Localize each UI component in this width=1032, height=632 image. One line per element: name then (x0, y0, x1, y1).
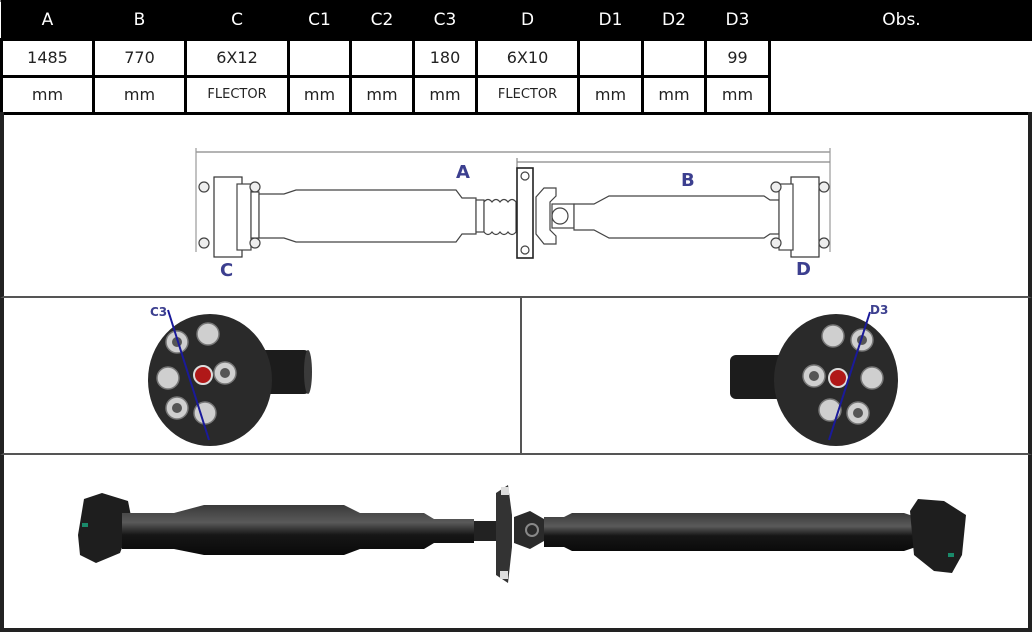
unit-c: FLECTOR (184, 74, 290, 115)
center-bearing-photo (496, 485, 512, 583)
col-header-c2: C2 (349, 0, 415, 40)
value-c3: 180 (412, 37, 478, 78)
unit-d: FLECTOR (475, 74, 580, 115)
flange-d-drawing (770, 176, 830, 258)
col-header-d2: D2 (641, 0, 707, 40)
flector-bolts (802, 324, 884, 425)
label-d3: D3 (870, 303, 888, 317)
rear-tube-drawing (573, 195, 780, 239)
universal-joint-drawing (535, 187, 575, 245)
col-header-c3: C3 (412, 0, 478, 40)
center-hole (193, 365, 213, 385)
c3-callout-line (167, 309, 210, 441)
col-header-d3: D3 (704, 0, 771, 40)
label-d: D (796, 259, 811, 280)
value-c1 (287, 37, 352, 78)
d3-callout-line (828, 311, 871, 441)
flange-divider (520, 298, 522, 453)
label-c: C (220, 260, 233, 281)
unit-c3: mm (412, 74, 478, 115)
right-flector-photo (910, 499, 966, 573)
header-row: A B C C1 C2 C3 D D1 D2 D3 Obs. (0, 0, 1032, 40)
unit-d1: mm (577, 74, 644, 115)
value-d2 (641, 37, 707, 78)
value-d: 6X10 (475, 37, 580, 78)
cv-boot-drawing (475, 198, 517, 236)
col-header-obs: Obs. (768, 0, 1032, 40)
col-header-b: B (92, 0, 187, 40)
col-header-d1: D1 (577, 0, 644, 40)
units-row: mm mm FLECTOR mm mm mm FLECTOR mm mm mm (0, 74, 1032, 115)
unit-d3: mm (704, 74, 771, 115)
col-header-c1: C1 (287, 0, 352, 40)
unit-c1: mm (287, 74, 352, 115)
front-tube-photo (122, 505, 474, 555)
value-b: 770 (92, 37, 187, 78)
value-d3: 99 (704, 37, 771, 78)
center-bearing-drawing (516, 167, 534, 259)
value-c2 (349, 37, 415, 78)
value-c: 6X12 (184, 37, 290, 78)
value-a: 1485 (0, 37, 95, 78)
front-tube-drawing (258, 189, 477, 243)
left-flector-photo (78, 493, 132, 563)
value-d1 (577, 37, 644, 78)
product-photo-section (0, 455, 1032, 632)
label-c3: C3 (150, 305, 167, 319)
driveshaft-line-drawing: A B C D (195, 148, 831, 281)
flange-views-section: C3 D3 (0, 298, 1032, 455)
spec-table: A B C C1 C2 C3 D D1 D2 D3 Obs. 1485 770 … (0, 0, 1032, 115)
cv-boot-photo (474, 521, 496, 541)
unit-d2: mm (641, 74, 707, 115)
flange-d3-photo: D3 (730, 303, 898, 446)
label-a: A (456, 162, 470, 183)
unit-b: mm (92, 74, 187, 115)
flange-c-drawing (198, 176, 261, 258)
label-b: B (681, 170, 695, 191)
unit-a: mm (0, 74, 95, 115)
universal-joint-photo (514, 511, 544, 549)
col-header-d: D (475, 0, 580, 40)
col-header-a: A (0, 0, 95, 40)
rear-tube-photo (544, 513, 916, 551)
col-header-c: C (184, 0, 290, 40)
values-row: 1485 770 6X12 180 6X10 99 (0, 37, 1032, 115)
flange-c3-photo: C3 (148, 305, 312, 446)
driveshaft-photo (78, 485, 966, 583)
diagram-section: A B C D (0, 112, 1032, 298)
unit-c2: mm (349, 74, 415, 115)
center-hole (828, 368, 848, 388)
obs-cell (768, 37, 1032, 115)
